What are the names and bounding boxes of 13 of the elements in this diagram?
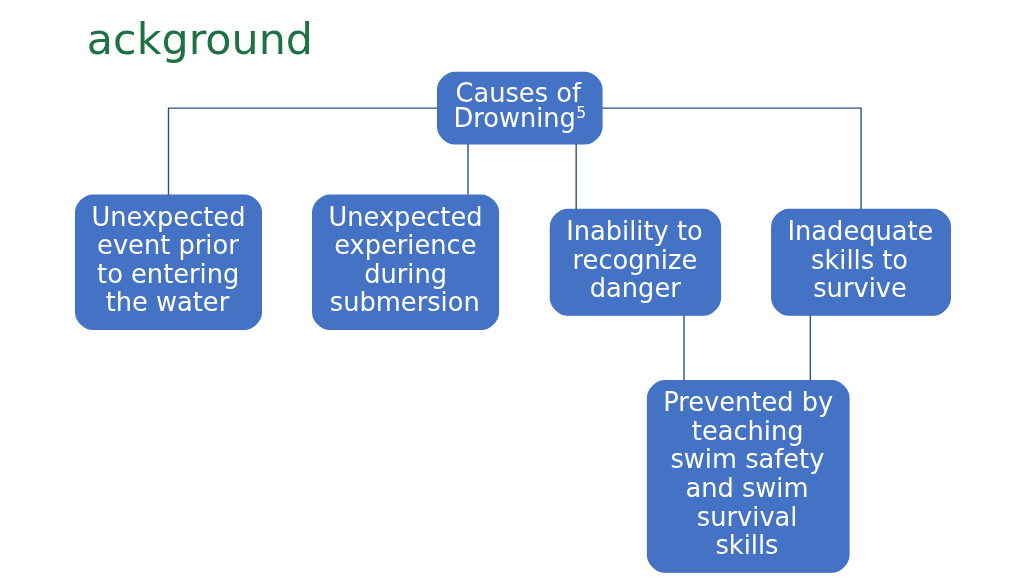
connector bbox=[574, 143, 577, 210]
node-box: Causes of Drowning$^{5}$ bbox=[436, 71, 603, 145]
diagram-title: ackground bbox=[86, 13, 313, 64]
connector bbox=[600, 107, 862, 210]
node-box: Prevented by teaching swim safety and swim survival skills bbox=[646, 380, 850, 573]
node-box: Unexpected experience during submersion bbox=[311, 194, 499, 331]
node-box: Unexpected event prior to entering the water bbox=[74, 194, 262, 331]
connector bbox=[809, 314, 811, 382]
node-box: Inadequate skills to survive bbox=[770, 208, 951, 316]
connector bbox=[682, 314, 685, 382]
connector bbox=[466, 143, 469, 196]
connector bbox=[167, 107, 438, 196]
node-box: Inability to recognize danger bbox=[549, 208, 721, 316]
